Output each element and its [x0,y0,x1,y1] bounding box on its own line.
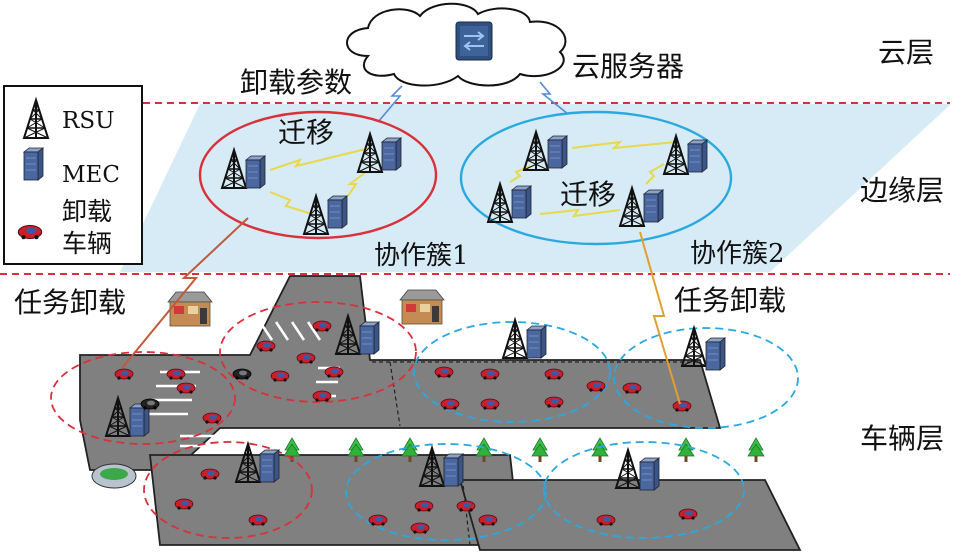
mec-server-icon [547,135,568,169]
cloud-link-cluster2 [539,81,569,115]
tree-icon [591,437,609,463]
legend-rsu-label: RSU [62,108,114,134]
mec-server-icon [526,325,547,359]
vehicle-layer-label: 车辆层 [860,422,944,455]
cloud-link-cluster1 [377,85,403,123]
tree-icon [747,437,765,463]
task-offload-label-left: 任务卸载 [14,286,126,319]
mec-server-icon [381,137,402,171]
task-offload-label-right: 任务卸载 [674,284,786,317]
stadium-icon [91,463,137,489]
cloud-layer-label: 云层 [878,36,934,69]
legend-vehicle-label-line2: 车辆 [62,229,112,258]
cluster1-migration-label: 迁移 [278,116,334,149]
legend-vehicle-icon [17,224,43,240]
mec-server-icon [259,449,280,483]
legend [3,85,143,265]
mec-server-icon [643,189,664,223]
offload-params-label: 卸载参数 [240,66,352,99]
mec-server-icon [639,457,660,491]
building-icon [399,289,445,325]
mec-server-icon [359,321,380,355]
cluster2-migration-links [509,140,677,218]
building-icon [167,291,213,327]
cluster1-name: 协作簇1 [374,241,469,271]
cloud-server-label: 云服务器 [572,50,684,83]
mec-server-icon [705,337,726,371]
legend-mec-label: MEC [62,162,120,188]
edge-layer-label: 边缘层 [860,174,944,207]
mec-server-icon [687,139,708,173]
offload-link-right [639,231,681,405]
coverage-circles [50,301,799,541]
cluster2-migration-label: 迁移 [560,178,616,211]
mec-server-icon [327,195,348,229]
cluster2-boundary [459,110,733,246]
cluster2-name: 协作簇2 [690,239,785,269]
legend-mec-icon [23,147,44,181]
road-markings [148,321,340,448]
tree-icon [677,437,695,463]
legend-vehicle-label-line1: 卸载 [62,197,112,226]
tree-icon [531,437,549,463]
cloud-server-icon [455,21,493,61]
cluster1-migration-links [269,147,371,215]
rsu-icon [502,319,528,359]
offload-link-left [121,217,249,369]
mec-server-icon [443,453,464,487]
mec-server-icon [511,185,532,219]
cluster1-boundary [198,110,438,240]
mec-server-icon [245,155,266,189]
